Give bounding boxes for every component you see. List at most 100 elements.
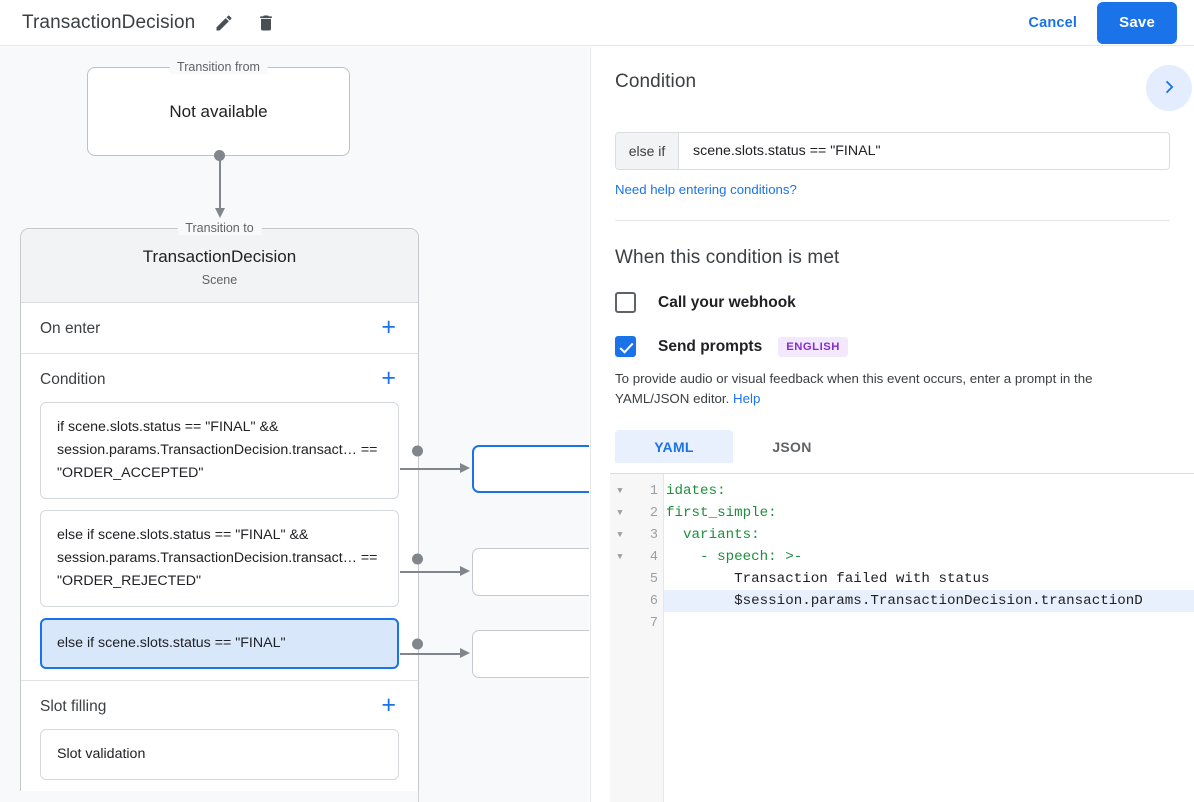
slot-validation-item[interactable]: Slot validation <box>40 729 399 780</box>
connector-arrow-2 <box>460 648 470 658</box>
send-prompts-row[interactable]: Send prompts ENGLISH <box>615 336 1170 357</box>
transition-target-box-0[interactable] <box>472 445 589 493</box>
prompts-help-link[interactable]: Help <box>733 391 761 406</box>
line-number: 1 <box>649 483 658 499</box>
call-webhook-checkbox[interactable] <box>615 292 636 313</box>
scene-graph-canvas: Transition from Not available Transition… <box>0 47 589 802</box>
section-slot-filling: Slot filling + Slot validation <box>21 681 418 780</box>
condition-item-label: if scene.slots.status == "FINAL" && sess… <box>57 419 378 481</box>
add-condition-button[interactable]: + <box>381 364 396 392</box>
section-title-condition: Condition <box>40 371 106 388</box>
fold-toggle-icon[interactable]: ▼ <box>617 530 623 540</box>
condition-item-label: else if scene.slots.status == "FINAL" <box>57 635 286 651</box>
pencil-icon <box>214 13 234 33</box>
when-condition-met-section: When this condition is met Call your web… <box>591 247 1194 463</box>
gutter-line: 6 <box>610 590 663 612</box>
editor-format-tabs: YAML JSON <box>615 430 1170 463</box>
when-condition-heading: When this condition is met <box>615 247 840 268</box>
tab-yaml[interactable]: YAML <box>615 430 733 463</box>
condition-anchor-dot <box>412 445 423 456</box>
add-on-enter-button[interactable]: + <box>381 313 396 341</box>
condition-expression-input[interactable] <box>679 133 1169 169</box>
code-line: Transaction failed with status <box>666 571 990 587</box>
yaml-code-editor[interactable]: ▼1 ▼2 ▼3 ▼4 5 6 7 idates: first_simple: … <box>610 473 1194 802</box>
language-badge: ENGLISH <box>778 336 848 357</box>
section-condition: Condition + if scene.slots.status == "FI… <box>21 354 423 681</box>
page-title: TransactionDecision <box>22 11 196 33</box>
code-line: idates: <box>666 483 726 499</box>
condition-help-link[interactable]: Need help entering conditions? <box>615 182 797 197</box>
transition-target-box-2[interactable] <box>472 630 589 678</box>
editor-code-area[interactable]: idates: first_simple: variants: - speech… <box>664 474 1194 802</box>
code-line: variants: <box>666 527 760 543</box>
condition-item-1[interactable]: else if scene.slots.status == "FINAL" &&… <box>40 510 423 607</box>
transition-to-legend: Transition to <box>177 221 262 235</box>
condition-item-0[interactable]: if scene.slots.status == "FINAL" && sess… <box>40 402 423 499</box>
line-number: 4 <box>649 549 658 565</box>
scene-name: TransactionDecision <box>142 247 297 266</box>
arrow-line <box>219 155 221 210</box>
gutter-line: 7 <box>610 612 663 634</box>
connector-line-0 <box>400 468 462 470</box>
edit-name-button[interactable] <box>211 10 237 36</box>
gutter-line: ▼3 <box>610 524 663 546</box>
expand-panel-button[interactable] <box>1146 65 1192 111</box>
connector-arrow-1 <box>460 566 470 576</box>
line-number: 2 <box>649 505 658 521</box>
arrow-head-icon <box>214 208 225 218</box>
condition-item-label: else if scene.slots.status == "FINAL" &&… <box>57 527 378 589</box>
gutter-line: ▼2 <box>610 502 663 524</box>
delete-button[interactable] <box>253 10 279 36</box>
condition-expression-row: else if <box>615 132 1170 170</box>
fold-toggle-icon[interactable]: ▼ <box>617 486 623 496</box>
add-slot-filling-button[interactable]: + <box>381 691 396 719</box>
cancel-button[interactable]: Cancel <box>1018 7 1087 39</box>
condition-prefix-label: else if <box>616 133 679 169</box>
send-prompts-checkbox[interactable] <box>615 336 636 357</box>
prompts-hint: To provide audio or visual feedback when… <box>615 369 1170 409</box>
line-number: 5 <box>649 571 658 587</box>
transition-target-box-1[interactable] <box>472 548 589 596</box>
connector-line-1 <box>400 571 462 573</box>
transition-to-card: Transition to TransactionDecision Scene … <box>20 221 423 791</box>
line-number: 6 <box>649 593 658 609</box>
transition-from-legend: Transition from <box>169 60 268 74</box>
call-webhook-label: Call your webhook <box>658 293 796 311</box>
trash-icon <box>256 13 276 33</box>
code-line <box>664 612 1194 634</box>
editor-gutter: ▼1 ▼2 ▼3 ▼4 5 6 7 <box>610 474 664 802</box>
panel-header-row: Condition <box>615 65 1192 111</box>
line-number: 3 <box>649 527 658 543</box>
webhook-row[interactable]: Call your webhook <box>615 292 1170 313</box>
section-on-enter: On enter + <box>21 303 418 354</box>
save-button[interactable]: Save <box>1097 1 1177 44</box>
gutter-line: 5 <box>610 568 663 590</box>
code-line: $session.params.TransactionDecision.tran… <box>664 590 1194 612</box>
gutter-line: ▼4 <box>610 546 663 568</box>
condition-anchor-dot <box>412 553 423 564</box>
section-header-on-enter: On enter + <box>21 303 418 353</box>
section-header-condition: Condition + <box>21 354 418 404</box>
fold-toggle-icon[interactable]: ▼ <box>617 552 623 562</box>
fold-toggle-icon[interactable]: ▼ <box>617 508 623 518</box>
line-number: 7 <box>649 615 658 631</box>
chevron-right-icon <box>1158 76 1180 101</box>
code-line: first_simple: <box>666 505 777 521</box>
slot-validation-label: Slot validation <box>57 746 146 762</box>
condition-anchor-dot <box>412 638 423 649</box>
condition-section: Condition else if Need help entering con… <box>591 47 1194 221</box>
tab-json[interactable]: JSON <box>733 430 851 463</box>
code-line: - speech: >- <box>666 549 803 565</box>
section-title-on-enter: On enter <box>40 320 101 337</box>
gutter-line: ▼1 <box>610 480 663 502</box>
transition-arrow <box>212 150 226 220</box>
section-header-slot-filling: Slot filling + <box>21 681 418 731</box>
panel-divider <box>615 220 1170 221</box>
connector-line-2 <box>400 653 462 655</box>
prompts-hint-text: To provide audio or visual feedback when… <box>615 371 1093 406</box>
transition-from-card: Transition from Not available <box>87 60 350 156</box>
transition-from-value: Not available <box>169 101 268 121</box>
condition-item-2[interactable]: else if scene.slots.status == "FINAL" <box>40 618 423 669</box>
top-app-bar: TransactionDecision Cancel Save <box>0 0 1194 46</box>
scene-header: Transition to TransactionDecision Scene <box>21 221 418 303</box>
